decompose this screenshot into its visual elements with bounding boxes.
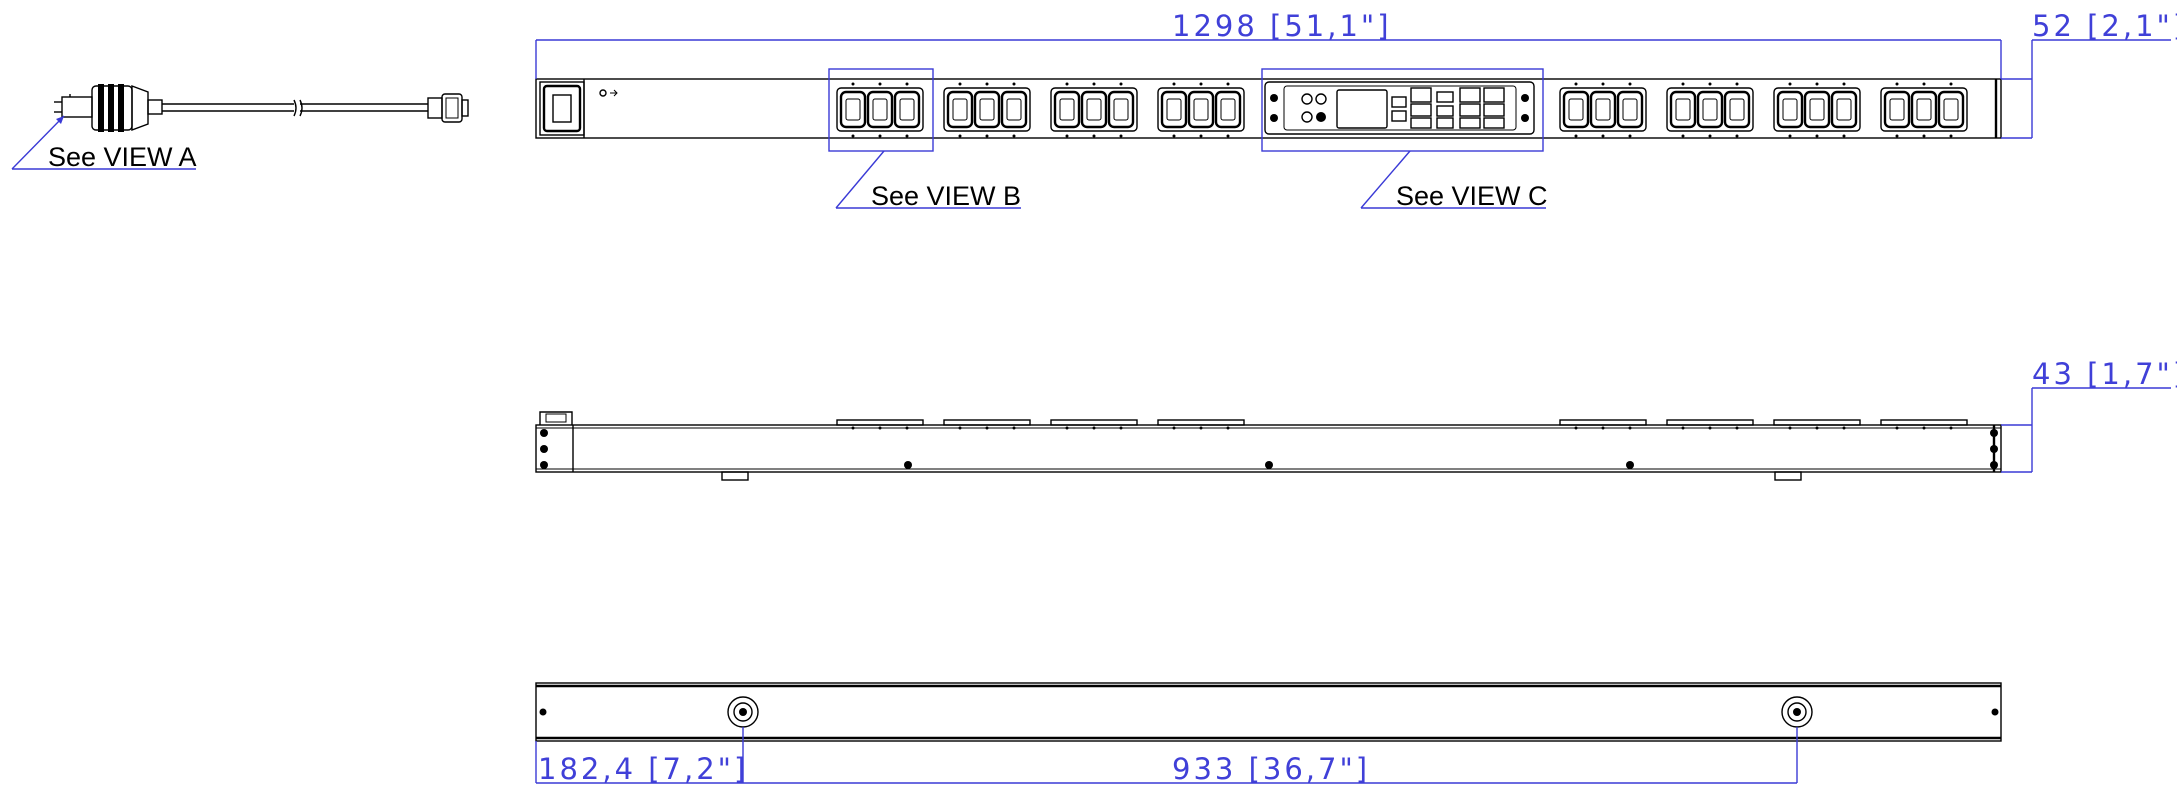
- power-cord: [54, 84, 469, 132]
- c13-outlet: [1080, 82, 1108, 138]
- outlet-group: [1050, 82, 1138, 138]
- c13-outlet: [1589, 82, 1617, 138]
- c13-outlet: [866, 82, 894, 138]
- outlet-groups: [836, 82, 1968, 138]
- outlet-group: [836, 82, 924, 138]
- c13-outlet: [1562, 82, 1590, 138]
- c13-outlet: [1669, 82, 1697, 138]
- view-c-label: See VIEW C: [1396, 181, 1548, 211]
- outlet-profile-tab: [1773, 419, 1861, 430]
- c13-outlet: [839, 82, 867, 138]
- c13-outlet: [1803, 82, 1831, 138]
- c13-outlet: [1696, 82, 1724, 138]
- pdu-top-view: [535, 78, 2002, 139]
- outlet-group: [1773, 82, 1861, 138]
- c13-outlet: [946, 82, 974, 138]
- c13-outlet: [973, 82, 1001, 138]
- c13-outlet: [1723, 82, 1751, 138]
- c13-outlet: [1616, 82, 1644, 138]
- outlet-group: [1880, 82, 1968, 138]
- c13-outlet: [1830, 82, 1858, 138]
- dimension-lines: [535, 39, 2171, 784]
- outlet-group: [1559, 82, 1647, 138]
- c13-outlet: [1160, 82, 1188, 138]
- mounting-button-left: [727, 696, 759, 728]
- outlet-group: [1666, 82, 1754, 138]
- c13-outlet: [1910, 82, 1938, 138]
- c13-outlet: [1937, 82, 1965, 138]
- overall-length-dimension: 1298 [51,1"]: [1172, 9, 1392, 43]
- pdu-bottom-view: [535, 682, 2002, 742]
- pdu-side-view: [535, 411, 2002, 481]
- c13-outlet: [1214, 82, 1242, 138]
- outlet-group: [943, 82, 1031, 138]
- c13-outlet: [1000, 82, 1028, 138]
- outlet-profile-tab: [1880, 419, 1968, 430]
- view-b-label: See VIEW B: [871, 181, 1021, 211]
- depth-dimension: 52 [2,1"]: [2032, 9, 2177, 43]
- view-c-callout: See VIEW C: [1261, 68, 1548, 211]
- c13-outlet: [1107, 82, 1135, 138]
- c13-outlet: [1053, 82, 1081, 138]
- outlet-group: [1157, 82, 1245, 138]
- outlet-profile-tab: [1559, 419, 1647, 430]
- outlet-profile-tab: [1157, 419, 1245, 430]
- outlet-profile-tab: [1050, 419, 1138, 430]
- view-b-callout: See VIEW B: [828, 68, 1021, 211]
- c13-outlet: [1187, 82, 1215, 138]
- c13-outlet: [1776, 82, 1804, 138]
- outlet-profile-tab: [1666, 419, 1754, 430]
- mount-spacing-dimension: 933 [36,7"]: [1172, 752, 1370, 786]
- outlet-profile-tabs: [836, 419, 1968, 430]
- outlet-profile-tab: [943, 419, 1031, 430]
- outlet-profile-tab: [836, 419, 924, 430]
- view-a-label: See VIEW A: [48, 142, 197, 172]
- view-a-callout: See VIEW A: [11, 115, 197, 172]
- controller-module: [1264, 81, 1535, 135]
- c13-outlet: [893, 82, 921, 138]
- mounting-button-right: [1781, 696, 1813, 728]
- c13-outlet: [1883, 82, 1911, 138]
- height-dimension: 43 [1,7"]: [2032, 357, 2177, 391]
- mount-offset-dimension: 182,4 [7,2"]: [538, 752, 748, 786]
